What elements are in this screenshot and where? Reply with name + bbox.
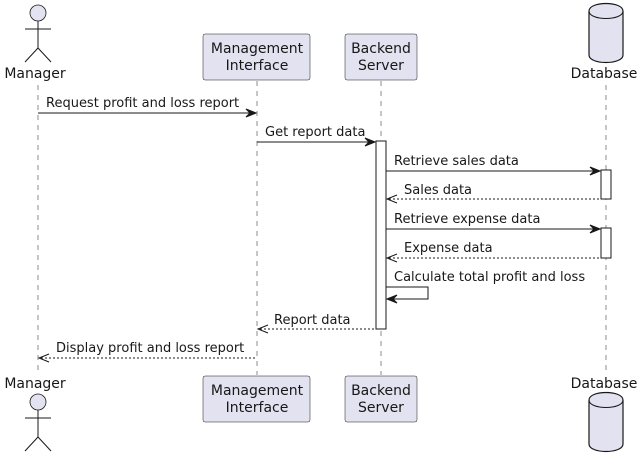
participant-label-line2: Server [358,58,404,74]
message-label: Calculate total profit and loss [394,270,585,285]
message-label: Expense data [404,241,493,256]
activation-bar-server [375,140,387,330]
message-retrieve-sales: Retrieve sales data [386,154,602,176]
actor-head-icon [29,4,47,22]
message-calculate-profit-loss: Calculate total profit and loss [385,270,585,304]
message-request-report: Request profit and loss report [38,96,258,118]
actor-head-icon [29,393,47,411]
participant-management-interface-bottom: Management Interface [202,375,311,423]
message-label: Retrieve sales data [394,154,519,169]
open-arrowhead-icon [256,324,269,334]
message-label: Retrieve expense data [394,212,540,227]
message-display-report: Display profit and loss report [37,341,257,363]
participant-management-interface-top: Management Interface [202,33,311,81]
participant-label-line2: Server [358,400,404,416]
participant-label-line2: Interface [226,58,289,74]
participant-backend-server-bottom: Backend Server [344,375,418,423]
participant-label: Manager [4,66,66,82]
arrowhead-icon [245,108,258,118]
message-retrieve-expense: Retrieve expense data [386,212,602,234]
message-report-data: Report data [256,313,376,334]
activation-bar-db-expense [600,227,612,259]
arrowhead-icon [589,166,602,176]
message-label: Get report data [265,125,365,140]
activation-bar-db-sales [600,169,612,200]
participant-label: Database [571,66,638,82]
database-bottom: Database [571,376,638,453]
message-label: Sales data [404,183,472,198]
arrowhead-icon [589,224,602,234]
message-label: Request profit and loss report [46,96,239,111]
message-get-report-data: Get report data [257,125,377,147]
participant-label-line1: Management [211,41,304,57]
open-arrowhead-icon [385,194,398,204]
database-top: Database [571,2,638,82]
database-icon [588,2,624,64]
participant-label-line1: Management [211,383,304,399]
actor-manager-bottom: Manager [4,376,66,452]
message-sales-data: Sales data [385,183,601,204]
participant-label-line1: Backend [351,41,411,57]
message-label: Display profit and loss report [56,341,244,356]
participant-label-line2: Interface [226,400,289,416]
participant-backend-server-top: Backend Server [344,33,418,81]
message-expense-data: Expense data [385,241,601,263]
arrowhead-icon [385,294,398,304]
open-arrowhead-icon [385,253,398,263]
database-icon [588,391,624,453]
participant-label: Manager [4,376,66,392]
actor-manager-top: Manager [4,4,66,82]
open-arrowhead-icon [37,353,50,363]
arrowhead-icon [364,137,377,147]
participant-label: Database [571,376,638,392]
participant-label-line1: Backend [351,383,411,399]
message-label: Report data [274,313,351,328]
